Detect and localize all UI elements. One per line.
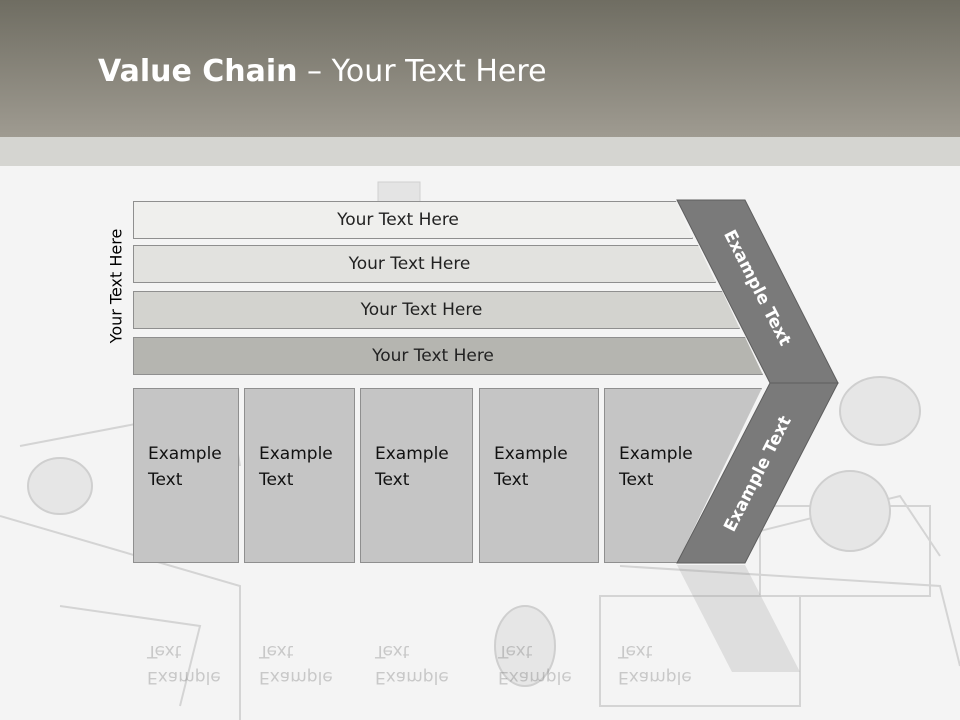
column-5-line2: Text	[619, 470, 654, 490]
bar-2-label: Your Text Here	[348, 254, 471, 274]
bar-4-label: Your Text Here	[372, 346, 494, 366]
chevron-bottom-segment[interactable]	[676, 382, 839, 564]
column-4-line1: Example	[494, 444, 568, 464]
bar-4[interactable]: Your Text Here	[133, 337, 763, 375]
header-bar	[0, 0, 960, 137]
column-5-line1: Example	[619, 444, 693, 464]
bar-3[interactable]: Your Text Here	[133, 291, 740, 329]
bar-1-label: Your Text Here	[337, 210, 459, 230]
column-1-line1: Example	[148, 444, 222, 464]
bar-1[interactable]: Your Text Here	[133, 201, 693, 239]
bar-2[interactable]: Your Text Here	[133, 245, 716, 283]
chevron-reflection	[677, 565, 800, 672]
title-rest: – Your Text Here	[297, 54, 547, 89]
header-band	[0, 137, 960, 166]
bar-3-label: Your Text Here	[360, 300, 483, 320]
slide-title: Value Chain – Your Text Here	[98, 54, 547, 89]
column-4-line2: Text	[494, 470, 529, 490]
column-3-line2: Text	[375, 470, 410, 490]
title-bold: Value Chain	[98, 54, 298, 89]
column-2-line2: Text	[259, 470, 294, 490]
column-1-line2: Text	[148, 470, 183, 490]
column-3-line1: Example	[375, 444, 449, 464]
column-2-line1: Example	[259, 444, 333, 464]
